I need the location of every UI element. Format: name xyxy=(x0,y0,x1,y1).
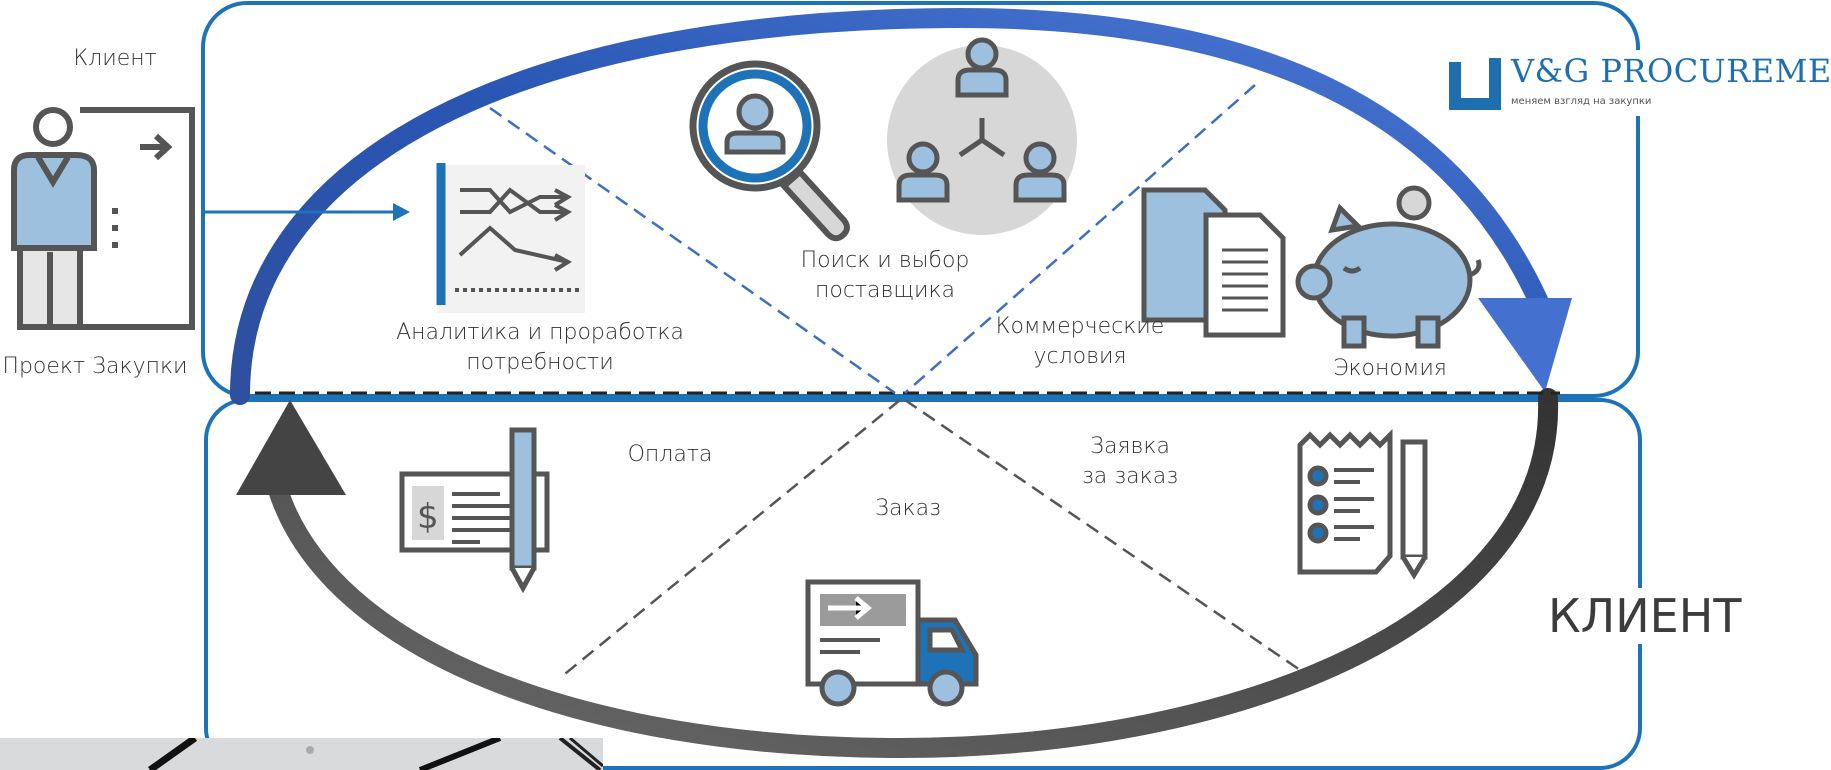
request-label-line1: Заявка xyxy=(1090,434,1170,459)
top-frame xyxy=(201,1,1640,398)
chart-analytics-icon xyxy=(436,163,585,313)
person-board-icon xyxy=(11,107,195,330)
terms-label-line1: Коммерческие xyxy=(995,314,1165,339)
order-label: Заказ xyxy=(875,496,941,521)
analytics-label-line1: Аналитика и проработка xyxy=(396,320,684,345)
check-payment-icon: $ xyxy=(399,427,550,594)
client-arrowhead xyxy=(393,203,410,221)
analytics-label: Аналитика и проработка потребности xyxy=(395,318,685,378)
gray-arrowhead xyxy=(236,400,346,495)
logo-tagline: меняем взгляд на закупки xyxy=(1511,96,1652,107)
logo: V&G PROCUREMENT меняем взгляд на закупки xyxy=(1445,50,1831,116)
gray-cycle-arrow xyxy=(268,388,1559,759)
request-label: Заявка за заказ xyxy=(1060,432,1200,492)
logo-mark-icon xyxy=(1449,58,1501,110)
delivery-truck-icon xyxy=(805,579,979,707)
diagonal-gray-1 xyxy=(559,399,901,679)
analytics-label-line2: потребности xyxy=(466,350,614,375)
blue-arrowhead xyxy=(1478,298,1572,392)
supplier-label: Поиск и выбор поставщика xyxy=(770,246,1000,306)
savings-label: Экономия xyxy=(1333,356,1447,381)
terms-label-line2: условия xyxy=(1033,344,1127,369)
logo-brand: V&G PROCUREMENT xyxy=(1511,52,1831,90)
payment-label: Оплата xyxy=(627,442,713,467)
client-big-label: КЛИЕНТ xyxy=(1540,588,1768,644)
diagonal-blue-1 xyxy=(489,106,896,395)
supplier-label-line2: поставщика xyxy=(814,278,956,303)
request-label-line2: за заказ xyxy=(1081,464,1179,489)
diagonal-gray-2 xyxy=(904,398,1301,672)
bottom-frame xyxy=(204,398,1642,770)
ceiling-photo-image xyxy=(147,738,603,770)
piggy-bank-icon xyxy=(1295,185,1482,349)
project-caption: Проект Закупки xyxy=(2,354,188,379)
svg-text:$: $ xyxy=(417,497,439,537)
terms-label: Коммерческие условия xyxy=(980,312,1180,372)
diagonal-blue-2 xyxy=(904,84,1256,394)
documents-icon xyxy=(1141,187,1286,338)
ceiling-photo xyxy=(0,738,603,770)
checklist-icon xyxy=(1297,428,1428,580)
client-title: Клиент xyxy=(73,46,157,71)
search-people-icon xyxy=(689,37,1077,242)
supplier-label-line1: Поиск и выбор xyxy=(800,248,970,273)
